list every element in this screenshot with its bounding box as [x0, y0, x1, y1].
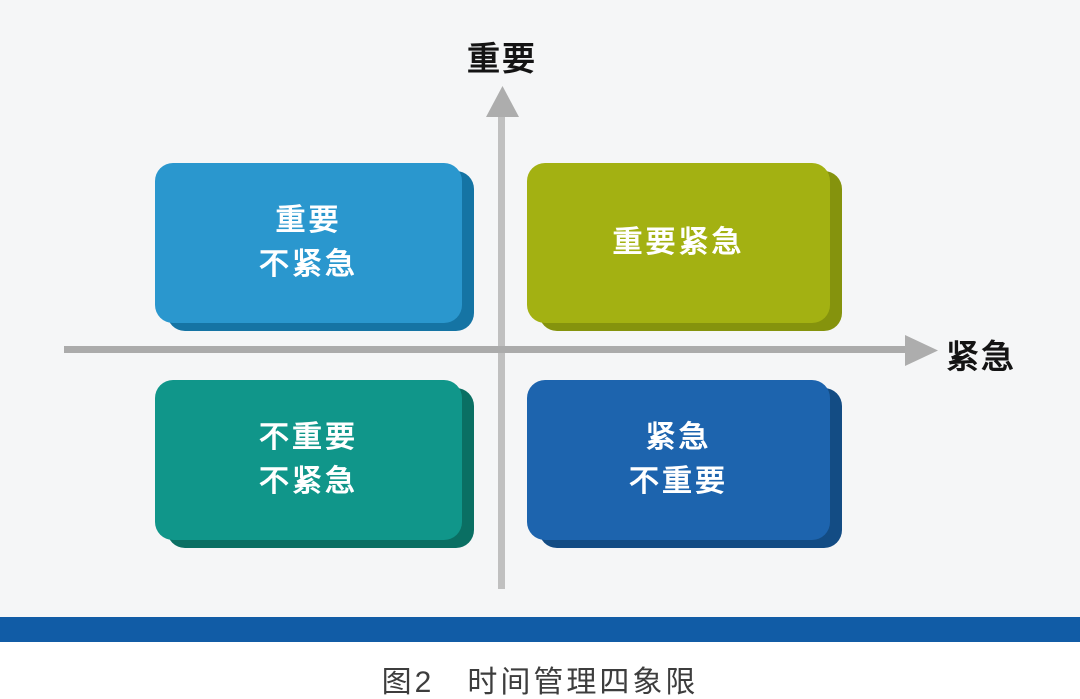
right-arrow-icon	[905, 335, 938, 366]
quadrant-important-not-urgent: 重要 不紧急	[155, 163, 474, 331]
up-arrow-icon	[486, 86, 519, 117]
quadrant-face: 重要 不紧急	[155, 163, 462, 323]
quadrant-label-line: 重要	[275, 204, 342, 237]
quadrant-face: 不重要 不紧急	[155, 380, 462, 540]
y-axis-label-important: 重要	[467, 40, 537, 77]
quadrant-face: 重要紧急	[527, 163, 830, 323]
horizontal-axis-line	[64, 346, 908, 353]
x-axis-label-urgent: 紧急	[946, 338, 1016, 375]
quadrant-label-line: 紧急	[645, 421, 712, 454]
quadrant-label-line: 不重要	[629, 465, 728, 498]
quadrant-label-line: 不紧急	[259, 465, 358, 498]
quadrant-label-line: 不重要	[259, 421, 358, 454]
divider-bar	[0, 617, 1080, 642]
quadrant-chart-area: 重要 紧急 重要 不紧急 重要紧急 不重要 不紧急	[64, 40, 1016, 589]
quadrant-not-important-not-urgent: 不重要 不紧急	[155, 380, 474, 548]
quadrant-label-line: 重要紧急	[612, 226, 745, 259]
quadrant-important-urgent: 重要紧急	[527, 163, 842, 331]
quadrant-label-line: 不紧急	[259, 248, 358, 281]
caption-area: 图2 时间管理四象限	[0, 642, 1080, 699]
quadrant-face: 紧急 不重要	[527, 380, 830, 540]
quadrant-urgent-not-important: 紧急 不重要	[527, 380, 842, 548]
figure-caption: 图2 时间管理四象限	[381, 666, 699, 699]
